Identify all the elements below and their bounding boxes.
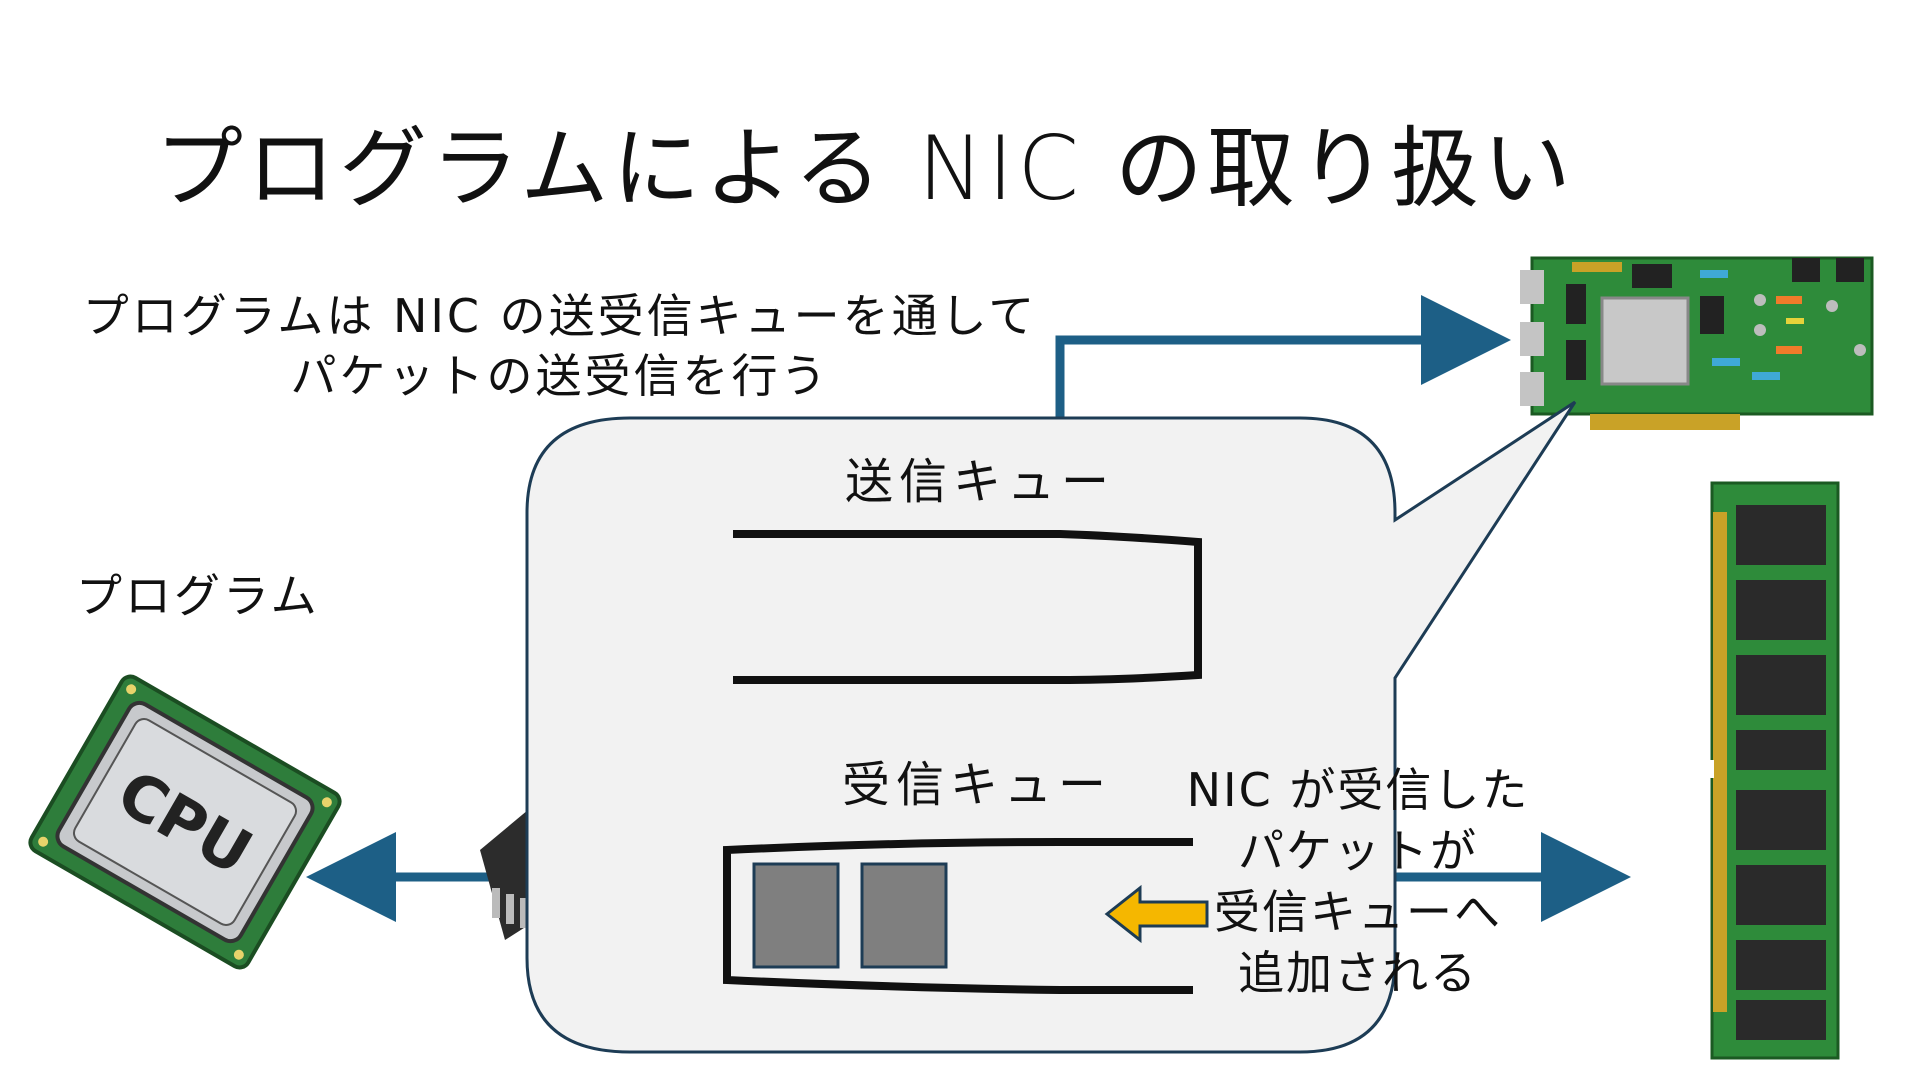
note-line: 追加される — [1238, 946, 1478, 1000]
note-line: パケットが — [1238, 824, 1478, 878]
caption-line: パケットの送受信を行う — [290, 349, 830, 403]
slide-caption: プログラムは NIC の送受信キューを通して パケットの送受信を行う — [80, 286, 1040, 406]
memory-module-icon — [1700, 481, 1840, 1060]
send-queue-label: 送信キュー — [845, 454, 1116, 510]
program-label: プログラム — [76, 569, 320, 623]
network-card-icon — [1520, 256, 1874, 430]
yellow-left-arrow-icon — [1104, 884, 1209, 944]
caption-line: プログラムは NIC の送受信キューを通して — [82, 289, 1038, 343]
send-queue-outline — [733, 530, 1202, 684]
receive-queue-outline — [723, 838, 1193, 994]
page-title: プログラムによる NIC の取り扱い — [155, 117, 1575, 220]
receive-note: NIC が受信した パケットが 受信キューへ 追加される — [1178, 760, 1538, 1004]
note-line: 受信キューへ — [1214, 885, 1502, 939]
receive-queue-label: 受信キュー — [842, 757, 1113, 813]
packet — [752, 862, 840, 969]
to-nic-arrow — [1055, 295, 1511, 420]
note-line: NIC が受信した — [1186, 763, 1530, 817]
packet — [860, 862, 948, 969]
cpu-chip-icon: CPU — [28, 674, 342, 970]
